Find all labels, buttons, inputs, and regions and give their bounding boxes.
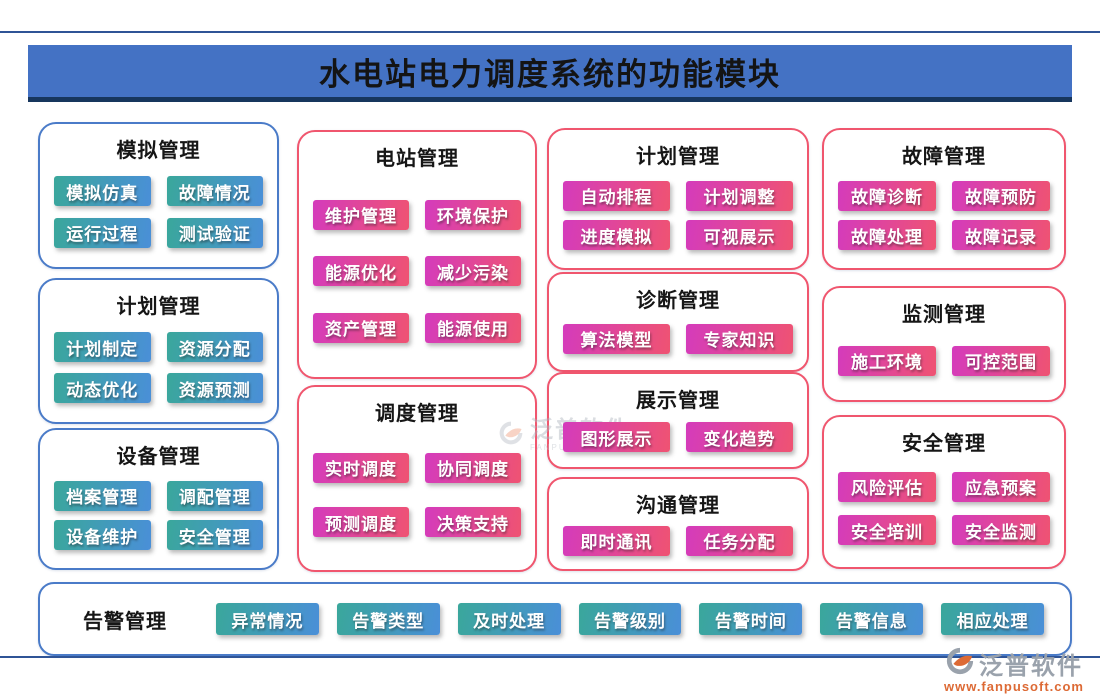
card-buttons: 实时调度协同调度预测调度决策支持 [299,426,535,570]
alert-button[interactable]: 告警类型 [336,603,440,635]
alert-button[interactable]: 告警级别 [578,603,682,635]
module-button[interactable]: 预测调度 [313,507,409,538]
module-card: 故障管理故障诊断故障预防故障处理故障记录 [822,128,1066,270]
module-card: 调度管理实时调度协同调度预测调度决策支持 [297,385,537,572]
module-card: 安全管理风险评估应急预案安全培训安全监测 [822,415,1066,569]
module-button[interactable]: 故障情况 [166,176,263,207]
card-title: 安全管理 [902,433,986,455]
module-card: 诊断管理算法模型专家知识 [547,272,809,372]
card-title: 计划管理 [116,296,201,318]
module-button[interactable]: 实时调度 [313,452,409,483]
module-button[interactable]: 图形展示 [563,422,670,452]
module-button[interactable]: 算法模型 [563,323,670,354]
module-button[interactable]: 专家知识 [686,323,793,354]
card-buttons: 施工环境可控范围 [824,327,1064,400]
module-button[interactable]: 故障诊断 [838,180,936,211]
fanpu-logo-icon [945,646,975,681]
module-card: 展示管理图形展示变化趋势 [547,372,809,469]
module-button[interactable]: 风险评估 [838,471,936,502]
module-button[interactable]: 故障预防 [952,180,1050,211]
module-card: 电站管理维护管理环境保护能源优化减少污染资产管理能源使用 [297,130,537,379]
card-buttons: 维护管理环境保护能源优化减少污染资产管理能源使用 [299,171,535,377]
card-buttons: 算法模型专家知识 [549,313,807,370]
card-buttons: 计划制定资源分配动态优化资源预测 [40,319,277,422]
card-title: 设备管理 [116,446,201,468]
card-title: 故障管理 [902,146,986,168]
alert-button[interactable]: 告警信息 [820,603,924,635]
card-title: 监测管理 [902,304,986,326]
alert-button[interactable]: 告警时间 [699,603,803,635]
module-button[interactable]: 资源分配 [166,332,263,362]
card-buttons: 图形展示变化趋势 [549,413,807,467]
module-button[interactable]: 决策支持 [425,507,521,538]
top-rule [0,31,1100,33]
module-button[interactable]: 施工环境 [838,345,936,376]
alert-buttons-row: 异常情况告警类型及时处理告警级别告警时间告警信息相应处理 [210,603,1070,635]
module-button[interactable]: 安全管理 [166,520,263,551]
page-title: 水电站电力调度系统的功能模块 [319,56,781,92]
footer-brand-name: 泛普软件 [978,653,1083,680]
card-buttons: 自动排程计划调整进度模拟可视展示 [549,169,807,268]
card-title: 展示管理 [636,390,720,412]
module-button[interactable]: 进度模拟 [563,220,670,251]
module-button[interactable]: 可视展示 [686,220,793,251]
module-button[interactable]: 变化趋势 [686,422,793,452]
module-button[interactable]: 安全监测 [952,515,1050,546]
card-buttons: 即时通讯任务分配 [549,518,807,569]
module-button[interactable]: 模拟仿真 [54,176,151,207]
module-button[interactable]: 测试验证 [166,217,263,248]
module-card: 计划管理自动排程计划调整进度模拟可视展示 [547,128,809,270]
footer-logo: 泛普软件 www.fanpusoft.com [944,646,1084,694]
card-title: 模拟管理 [116,140,201,162]
card-buttons: 模拟仿真故障情况运行过程测试验证 [40,163,277,267]
card-title: 计划管理 [636,146,720,168]
module-button[interactable]: 自动排程 [563,180,670,211]
module-button[interactable]: 档案管理 [54,480,151,511]
module-button[interactable]: 即时通讯 [563,525,670,556]
module-button[interactable]: 安全培训 [838,515,936,546]
card-title: 诊断管理 [636,290,720,312]
module-button[interactable]: 动态优化 [54,373,151,403]
module-button[interactable]: 可控范围 [952,345,1050,376]
card-title: 调度管理 [375,403,459,425]
module-button[interactable]: 资源预测 [166,373,263,403]
module-button[interactable]: 资产管理 [313,312,409,343]
bottom-rule [0,656,1100,658]
module-button[interactable]: 运行过程 [54,217,151,248]
alert-button[interactable]: 相应处理 [941,603,1045,635]
module-button[interactable]: 环境保护 [425,199,521,230]
module-card: 计划管理计划制定资源分配动态优化资源预测 [38,278,279,424]
module-button[interactable]: 设备维护 [54,520,151,551]
module-button[interactable]: 减少污染 [425,256,521,286]
footer-website-url[interactable]: www.fanpusoft.com [943,679,1084,694]
module-card: 模拟管理模拟仿真故障情况运行过程测试验证 [38,122,279,269]
module-button[interactable]: 应急预案 [952,471,1050,502]
card-buttons: 档案管理调配管理设备维护安全管理 [40,469,277,568]
module-card: 沟通管理即时通讯任务分配 [547,477,809,571]
module-button[interactable]: 任务分配 [686,525,793,556]
alert-button[interactable]: 及时处理 [457,603,561,635]
module-card: 设备管理档案管理调配管理设备维护安全管理 [38,428,279,570]
module-button[interactable]: 故障记录 [952,220,1050,251]
module-button[interactable]: 能源使用 [425,312,521,343]
header-banner: 水电站电力调度系统的功能模块 [28,45,1072,102]
card-buttons: 风险评估应急预案安全培训安全监测 [824,456,1064,567]
card-title: 电站管理 [375,148,459,170]
alert-card-title: 告警管理 [83,610,167,633]
alert-management-card: 告警管理 异常情况告警类型及时处理告警级别告警时间告警信息相应处理 [38,582,1072,656]
card-title: 沟通管理 [636,495,720,517]
module-button[interactable]: 维护管理 [313,199,409,230]
module-button[interactable]: 计划调整 [686,180,793,211]
module-card: 监测管理施工环境可控范围 [822,286,1066,402]
module-button[interactable]: 调配管理 [166,480,263,511]
module-button[interactable]: 故障处理 [838,220,936,251]
module-button[interactable]: 计划制定 [54,332,151,362]
module-button[interactable]: 能源优化 [313,256,409,286]
card-buttons: 故障诊断故障预防故障处理故障记录 [824,169,1064,268]
module-button[interactable]: 协同调度 [425,452,521,483]
alert-button[interactable]: 异常情况 [216,603,319,635]
